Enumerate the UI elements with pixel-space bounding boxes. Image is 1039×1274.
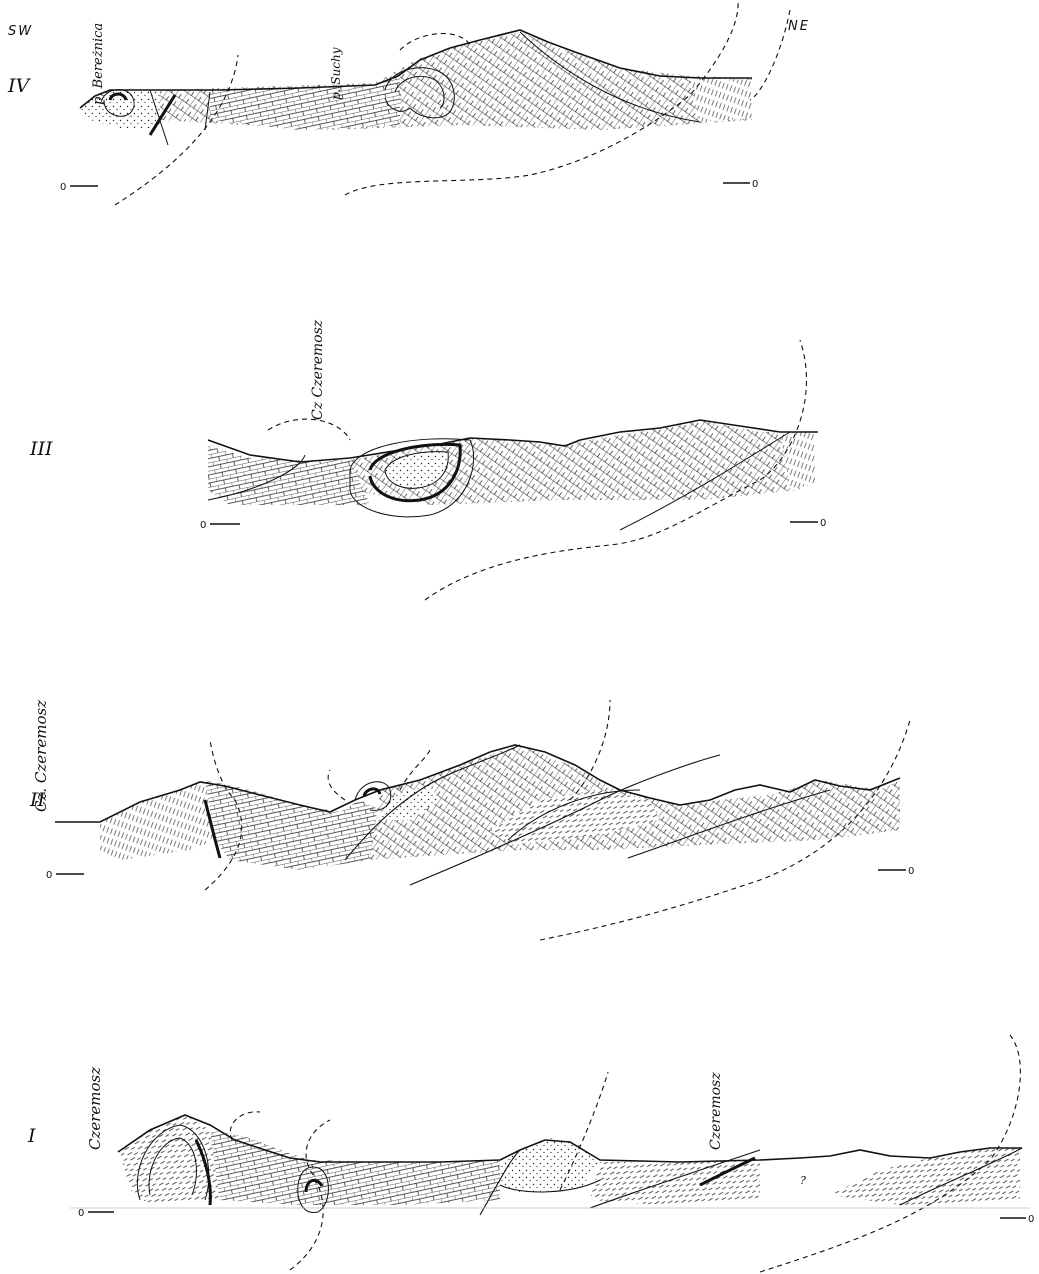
section-i-numeral: I	[27, 1125, 36, 1147]
section-iv-scale-left: 0	[60, 182, 98, 193]
section-i-sand-body	[500, 1138, 600, 1192]
section-i-right-body	[830, 1148, 1020, 1205]
svg-text:0: 0	[46, 870, 52, 881]
svg-text:0: 0	[1028, 1214, 1034, 1225]
section-iv-label-suchy: p. Suchy	[329, 47, 343, 100]
section-i-label-czeremosz-left: Czeremosz	[86, 1067, 104, 1150]
section-iii-dashed-arc-1	[268, 419, 350, 440]
section-ii-label-czeremosz: Cz. Czeremosz	[32, 700, 50, 812]
section-i: I Czeremosz Czeremosz ? 0	[27, 1035, 1034, 1272]
section-i-scale-left: 0	[78, 1208, 114, 1219]
svg-text:0: 0	[78, 1208, 84, 1219]
section-iv-scale-right: 0	[723, 179, 758, 190]
section-ii-fine-body	[100, 780, 215, 860]
section-iii-scale-left: 0	[200, 520, 240, 531]
svg-text:0: 0	[820, 518, 826, 529]
section-ii-scale-left: 0	[46, 870, 84, 881]
section-i-limestone-body	[210, 1130, 500, 1205]
section-iii-limestone-body	[208, 446, 370, 505]
section-i-fold-body	[120, 1115, 230, 1205]
section-ii-dashed-4	[328, 770, 345, 800]
section-ii: II Cz. Czeremosz 0 0	[29, 700, 914, 940]
section-iii-label-czeremosz: Cz Czeremosz	[310, 319, 326, 420]
section-iii-numeral: III	[29, 438, 53, 460]
section-iii: III Cz Czeremosz 0 0	[29, 319, 826, 600]
section-iv-dashed-fault-1	[115, 55, 238, 205]
section-iv-label-bereznica: p. Bereżnica	[91, 23, 106, 105]
section-i-question-mark: ?	[800, 1174, 806, 1187]
svg-text:0: 0	[908, 866, 914, 877]
section-i-label-czeremosz-right: Czeremosz	[708, 1072, 724, 1150]
svg-text:0: 0	[200, 520, 206, 531]
section-iii-scale-right: 0	[790, 518, 826, 529]
section-iv-dashed-fault-3	[750, 10, 790, 100]
section-ii-limestone-body-1	[205, 780, 380, 870]
direction-ne: NE	[788, 19, 810, 34]
svg-text:0: 0	[752, 179, 758, 190]
section-iv-numeral: IV	[7, 75, 32, 97]
svg-text:0: 0	[60, 182, 66, 193]
section-iv: IV p. Bereżnica p. Suchy 0	[7, 0, 790, 205]
section-ii-scale-right: 0	[878, 866, 914, 877]
direction-sw: SW	[8, 24, 33, 39]
section-i-scale-right: 0	[1000, 1214, 1034, 1225]
